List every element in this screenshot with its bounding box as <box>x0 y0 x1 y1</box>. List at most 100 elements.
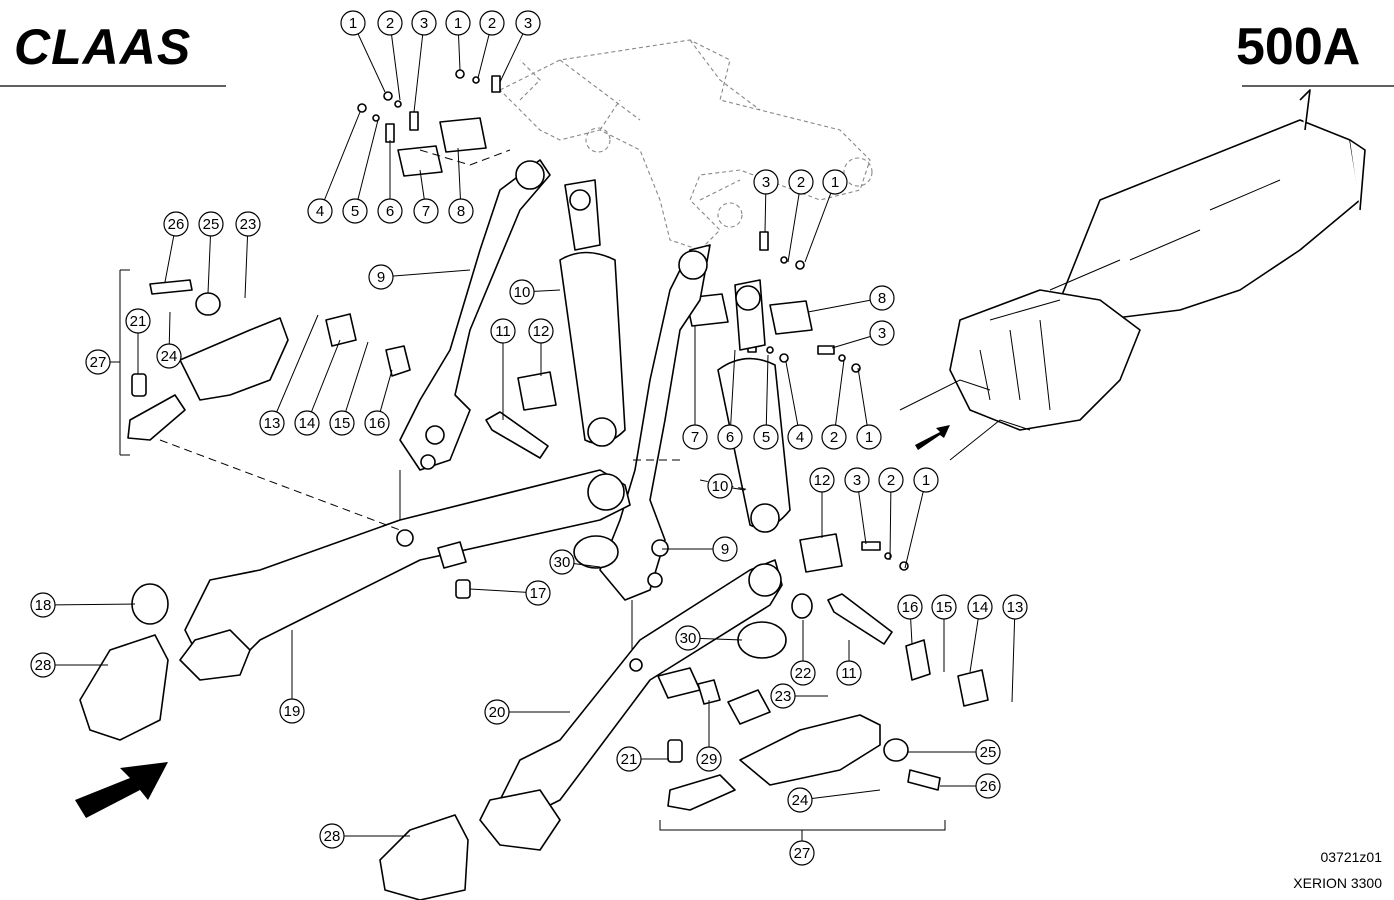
callout-circle <box>368 264 394 290</box>
callout-22: 22 <box>790 620 816 686</box>
callout-2: 2 <box>821 359 847 450</box>
brand-logo-text: CLAAS <box>14 19 191 75</box>
callout-4: 4 <box>307 111 361 224</box>
bushings-and-springs <box>485 371 909 645</box>
callout-circle <box>931 594 957 620</box>
callout-24: 24 <box>787 787 881 813</box>
callout-label: 4 <box>316 203 324 220</box>
header: CLAAS 500A <box>0 18 1394 87</box>
callout-9: 9 <box>662 536 738 562</box>
callout-20: 20 <box>484 699 570 725</box>
callout-label: 26 <box>168 216 185 233</box>
model-name: XERION 3300 <box>1293 875 1382 891</box>
callout-leader <box>833 359 845 438</box>
callout-leader <box>804 181 836 263</box>
callout-circle <box>967 594 993 620</box>
callout-label: 25 <box>203 216 220 233</box>
callout-3: 3 <box>844 467 870 545</box>
callout-circle <box>913 467 939 493</box>
callout-14: 14 <box>294 339 341 436</box>
callout-19: 19 <box>279 630 305 724</box>
callout-label: 5 <box>762 429 770 446</box>
callout-label: 23 <box>775 688 792 705</box>
callout-18: 18 <box>30 592 136 618</box>
callout-label: 10 <box>514 284 531 301</box>
callout-circle <box>377 10 403 36</box>
callout-1: 1 <box>856 367 882 450</box>
callout-circle <box>821 424 847 450</box>
callout-circle <box>411 10 437 36</box>
stabilizer-left <box>119 269 411 456</box>
callout-label: 13 <box>264 415 281 432</box>
stabilizer-right <box>657 639 989 831</box>
callout-circle <box>787 787 813 813</box>
lift-cylinder-upper <box>559 179 626 447</box>
top-link-lower <box>599 244 711 601</box>
callout-25: 25 <box>198 211 224 294</box>
callout-6: 6 <box>377 140 403 224</box>
washer-plate-part <box>409 111 419 131</box>
callout-circle <box>975 739 1001 765</box>
callout-circle <box>484 699 510 725</box>
callout-leader <box>787 181 802 263</box>
callout-26: 26 <box>163 211 189 283</box>
callout-1: 1 <box>804 169 848 263</box>
callout-label: 19 <box>284 703 301 720</box>
callout-label: 15 <box>936 599 953 616</box>
callout-label: 24 <box>792 792 809 809</box>
callout-circle <box>707 473 733 499</box>
callout-9: 9 <box>368 264 471 290</box>
reference-lines <box>159 149 751 650</box>
callout-label: 3 <box>524 15 532 32</box>
callout-leader <box>354 119 379 212</box>
callout-label: 29 <box>701 751 718 768</box>
callout-label: 10 <box>712 478 729 495</box>
ghost-mount-bracket <box>499 39 873 251</box>
callout-label: 13 <box>1007 599 1024 616</box>
callout-23: 23 <box>235 211 261 299</box>
page-code: 500A <box>1236 18 1360 76</box>
callout-circle <box>319 823 345 849</box>
callout-label: 30 <box>680 630 697 647</box>
callout-2: 2 <box>878 467 904 561</box>
callout-label: 1 <box>349 15 357 32</box>
callout-circle <box>85 349 111 375</box>
callout-circle <box>856 424 882 450</box>
callout-circle <box>294 410 320 436</box>
claas-logo: CLAAS <box>14 19 191 75</box>
callout-leader <box>352 22 386 93</box>
callout-label: 2 <box>386 15 394 32</box>
callout-label: 16 <box>369 415 386 432</box>
callout-label: 1 <box>865 429 873 446</box>
callout-2: 2 <box>477 10 505 79</box>
callout-label: 1 <box>922 472 930 489</box>
callout-circle <box>259 410 285 436</box>
callout-13: 13 <box>1002 594 1028 703</box>
callout-2: 2 <box>377 10 403 101</box>
forward-arrow-icon <box>75 762 168 818</box>
callout-30: 30 <box>675 625 743 651</box>
callout-17: 17 <box>469 580 551 606</box>
tractor-frame <box>899 89 1366 461</box>
callout-leader <box>389 22 401 101</box>
callout-label: 7 <box>691 429 699 446</box>
callout-21: 21 <box>125 308 151 374</box>
callout-circle <box>753 424 779 450</box>
callout-leader <box>341 341 369 424</box>
top-link-upper <box>399 159 551 471</box>
callout-label: 11 <box>841 665 857 682</box>
callout-circle <box>975 773 1001 799</box>
footer: 03721z01 XERION 3300 <box>1293 849 1382 891</box>
callout-circle <box>770 683 796 709</box>
callout-label: 23 <box>240 216 257 233</box>
callout-label: 17 <box>530 585 547 602</box>
callout-circle <box>712 536 738 562</box>
callout-circle <box>682 424 708 450</box>
callout-label: 3 <box>420 15 428 32</box>
hooks-and-balls <box>79 535 813 900</box>
callout-circle <box>869 320 895 346</box>
callout-3: 3 <box>831 320 895 349</box>
callout-7: 7 <box>413 169 439 224</box>
callout-label: 8 <box>457 203 465 220</box>
callout-label: 28 <box>324 828 341 845</box>
